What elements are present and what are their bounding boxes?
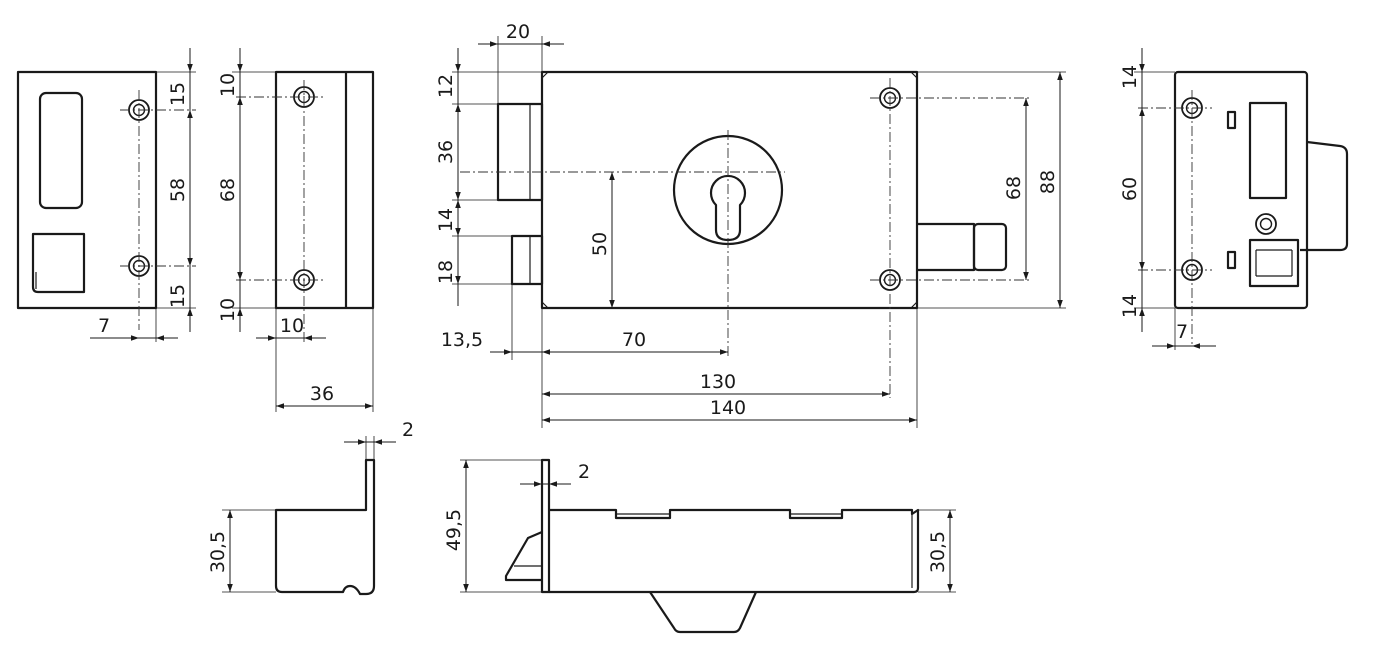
dim-front-cyl-offset: 70 (622, 329, 646, 351)
deadbolt (496, 102, 544, 202)
back-bolt-window (1248, 101, 1288, 200)
dim-side-top-hole: 10 (217, 73, 239, 97)
dim-front-total-width: 140 (710, 397, 746, 419)
bolt-slot (38, 91, 84, 210)
keyhole (709, 174, 747, 242)
strike-plate-view: 15 58 15 7 (16, 48, 196, 342)
dim-side-depth: 36 (310, 383, 334, 405)
dim-back-bottom-hole: 14 (1119, 294, 1141, 318)
dim-front-latch: 18 (435, 260, 457, 284)
dim-strike-edge: 7 (98, 315, 110, 337)
dim-strike-top-hole: 15 (167, 82, 189, 106)
back-spindle (1255, 213, 1277, 235)
lock-body-plan-view: 2 49,5 30,5 (443, 458, 956, 634)
dim-bottom-left-height: 30,5 (207, 531, 229, 573)
dim-strike-bottom-hole: 15 (167, 284, 189, 308)
dim-bottom-mid-height: 30,5 (927, 531, 949, 573)
lock-body-plan-outline (549, 508, 920, 594)
strike-plate-outline (16, 70, 158, 310)
back-latch-block (1248, 238, 1300, 288)
cylinder-projection (649, 591, 758, 634)
dim-front-total-height: 88 (1037, 170, 1059, 194)
strike-section-outline (274, 458, 376, 596)
strike-section-view: 2 30,5 (207, 419, 414, 596)
dim-front-cyl-height: 50 (589, 232, 611, 256)
latch-bolt (510, 234, 544, 286)
dim-bottom-mid-thickness: 2 (578, 461, 590, 483)
dim-front-gap: 14 (435, 208, 457, 232)
latch-slot (31, 232, 86, 294)
dim-side-bottom-hole: 10 (217, 298, 239, 322)
lever-base (917, 222, 976, 272)
dim-bottom-left-thickness: 2 (402, 419, 414, 441)
lock-back-view: 14 60 14 7 (1119, 48, 1349, 350)
dim-front-latch-offset: 13,5 (441, 329, 483, 351)
latch-bevel (504, 530, 543, 582)
dim-strike-holes: 58 (167, 178, 189, 202)
back-lever-housing (1300, 140, 1349, 252)
dim-side-holes: 68 (217, 178, 239, 202)
dim-front-holes-width: 130 (700, 371, 736, 393)
lock-body-front-view: 20 12 36 14 18 50 68 88 13,5 70 130 140 (435, 21, 1066, 428)
dim-bottom-mid-plate-height: 49,5 (443, 509, 465, 551)
lock-body-outline (540, 70, 919, 310)
side-plate-view: 10 68 10 10 36 (217, 48, 375, 412)
front-plate-section (540, 458, 551, 594)
dim-side-hole-offset: 10 (280, 315, 304, 337)
side-plate-outline (274, 70, 375, 310)
dim-front-bolt-width: 20 (506, 21, 530, 43)
dim-front-top: 12 (435, 74, 457, 98)
dim-front-bolt-height: 36 (435, 140, 457, 164)
dim-front-hole-height: 68 (1003, 176, 1025, 200)
dim-back-holes: 60 (1119, 177, 1141, 201)
dim-back-edge: 7 (1176, 321, 1188, 343)
lever-knob (972, 222, 1008, 272)
dim-back-top-hole: 14 (1119, 65, 1141, 89)
back-plate-outline (1173, 70, 1309, 310)
